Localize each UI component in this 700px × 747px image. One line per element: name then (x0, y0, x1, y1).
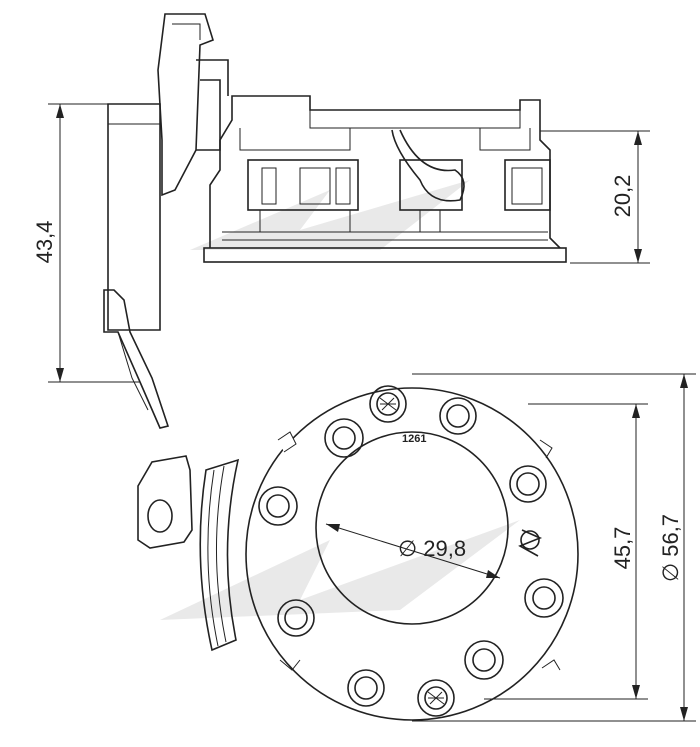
dim-label-56-7: ∅ 56,7 (658, 514, 683, 582)
dimension-height-body: 20,2 (540, 130, 650, 264)
side-wire (391, 129, 465, 202)
inner-bore (315, 431, 509, 625)
top-brush-arc (199, 458, 240, 652)
side-base-plate (203, 247, 567, 263)
hole-threaded (369, 385, 407, 423)
side-bracket (107, 103, 161, 331)
hole (509, 465, 547, 503)
hole (324, 418, 364, 458)
hole (524, 578, 564, 618)
side-brush-box-right (399, 159, 463, 211)
dim-label-43-4: 43,4 (32, 221, 57, 264)
hole-threaded (417, 679, 455, 717)
manufacturer-logo-icon (518, 529, 543, 557)
dimension-height-total: 43,4 (32, 103, 140, 383)
side-brush-box-left (247, 159, 359, 211)
hole (439, 397, 477, 435)
side-tab-lower (103, 289, 170, 429)
dimension-inner-diameter: ∅ 29,8 (325, 523, 501, 579)
mounting-holes (258, 385, 564, 717)
part-number: 1261 (402, 433, 426, 445)
dim-label-29-8: ∅ 29,8 (398, 536, 466, 561)
top-terminal-tab (137, 455, 193, 549)
dimension-bolt-circle: 45,7 (484, 403, 648, 700)
dim-label-45-7: 45,7 (610, 527, 635, 570)
side-view (103, 13, 567, 429)
hole (347, 669, 385, 707)
hole (258, 486, 298, 526)
hole (277, 599, 315, 637)
outer-ring (245, 387, 579, 721)
dimension-outer-diameter: ∅ 56,7 (412, 373, 696, 722)
top-view (137, 387, 579, 721)
side-clip-top (157, 13, 214, 197)
hole (464, 640, 504, 680)
dim-label-20-2: 20,2 (610, 175, 635, 218)
